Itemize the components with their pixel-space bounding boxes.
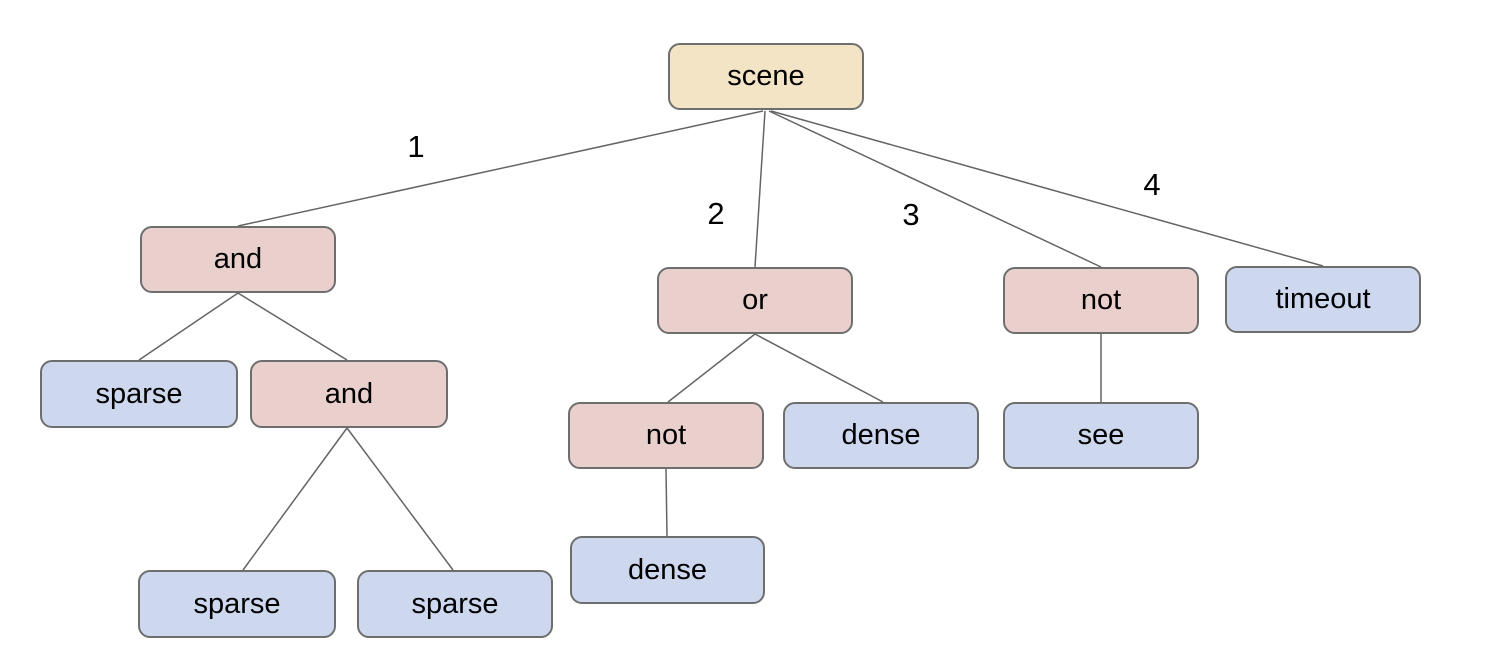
- node-dense-1: dense: [783, 402, 979, 469]
- edge-and2-sparse2: [242, 427, 348, 571]
- edge-label-scene-or: 2: [707, 196, 725, 231]
- node-sparse-2: sparse: [138, 570, 336, 638]
- node-scene: scene: [668, 43, 864, 110]
- edge-not2-dense2: [665, 468, 668, 537]
- edge-label-scene-timeout: 4: [1143, 167, 1161, 202]
- node-not-2: not: [568, 402, 764, 469]
- edge-and2-sparse3: [346, 427, 454, 571]
- edge-or-dense: [754, 333, 884, 403]
- node-see-1: see: [1003, 402, 1199, 469]
- node-and-2: and: [250, 360, 448, 428]
- edge-and-and2: [237, 292, 348, 361]
- edge-scene-not: [768, 110, 1102, 268]
- node-and-1: and: [140, 226, 336, 293]
- node-not-1: not: [1003, 267, 1199, 334]
- node-sparse-3: sparse: [357, 570, 553, 638]
- edge-scene-or: [754, 110, 766, 268]
- node-dense-2: dense: [570, 536, 765, 604]
- node-sparse-1: sparse: [40, 360, 238, 428]
- edge-label-scene-not: 3: [902, 197, 920, 232]
- node-timeout-1: timeout: [1225, 266, 1421, 333]
- edge-and-sparse: [138, 292, 239, 361]
- node-or-1: or: [657, 267, 853, 334]
- edge-scene-and: [237, 110, 764, 227]
- edge-scene-timeout: [770, 110, 1324, 267]
- edge-or-not2: [667, 333, 756, 403]
- edge-label-scene-and: 1: [407, 129, 425, 164]
